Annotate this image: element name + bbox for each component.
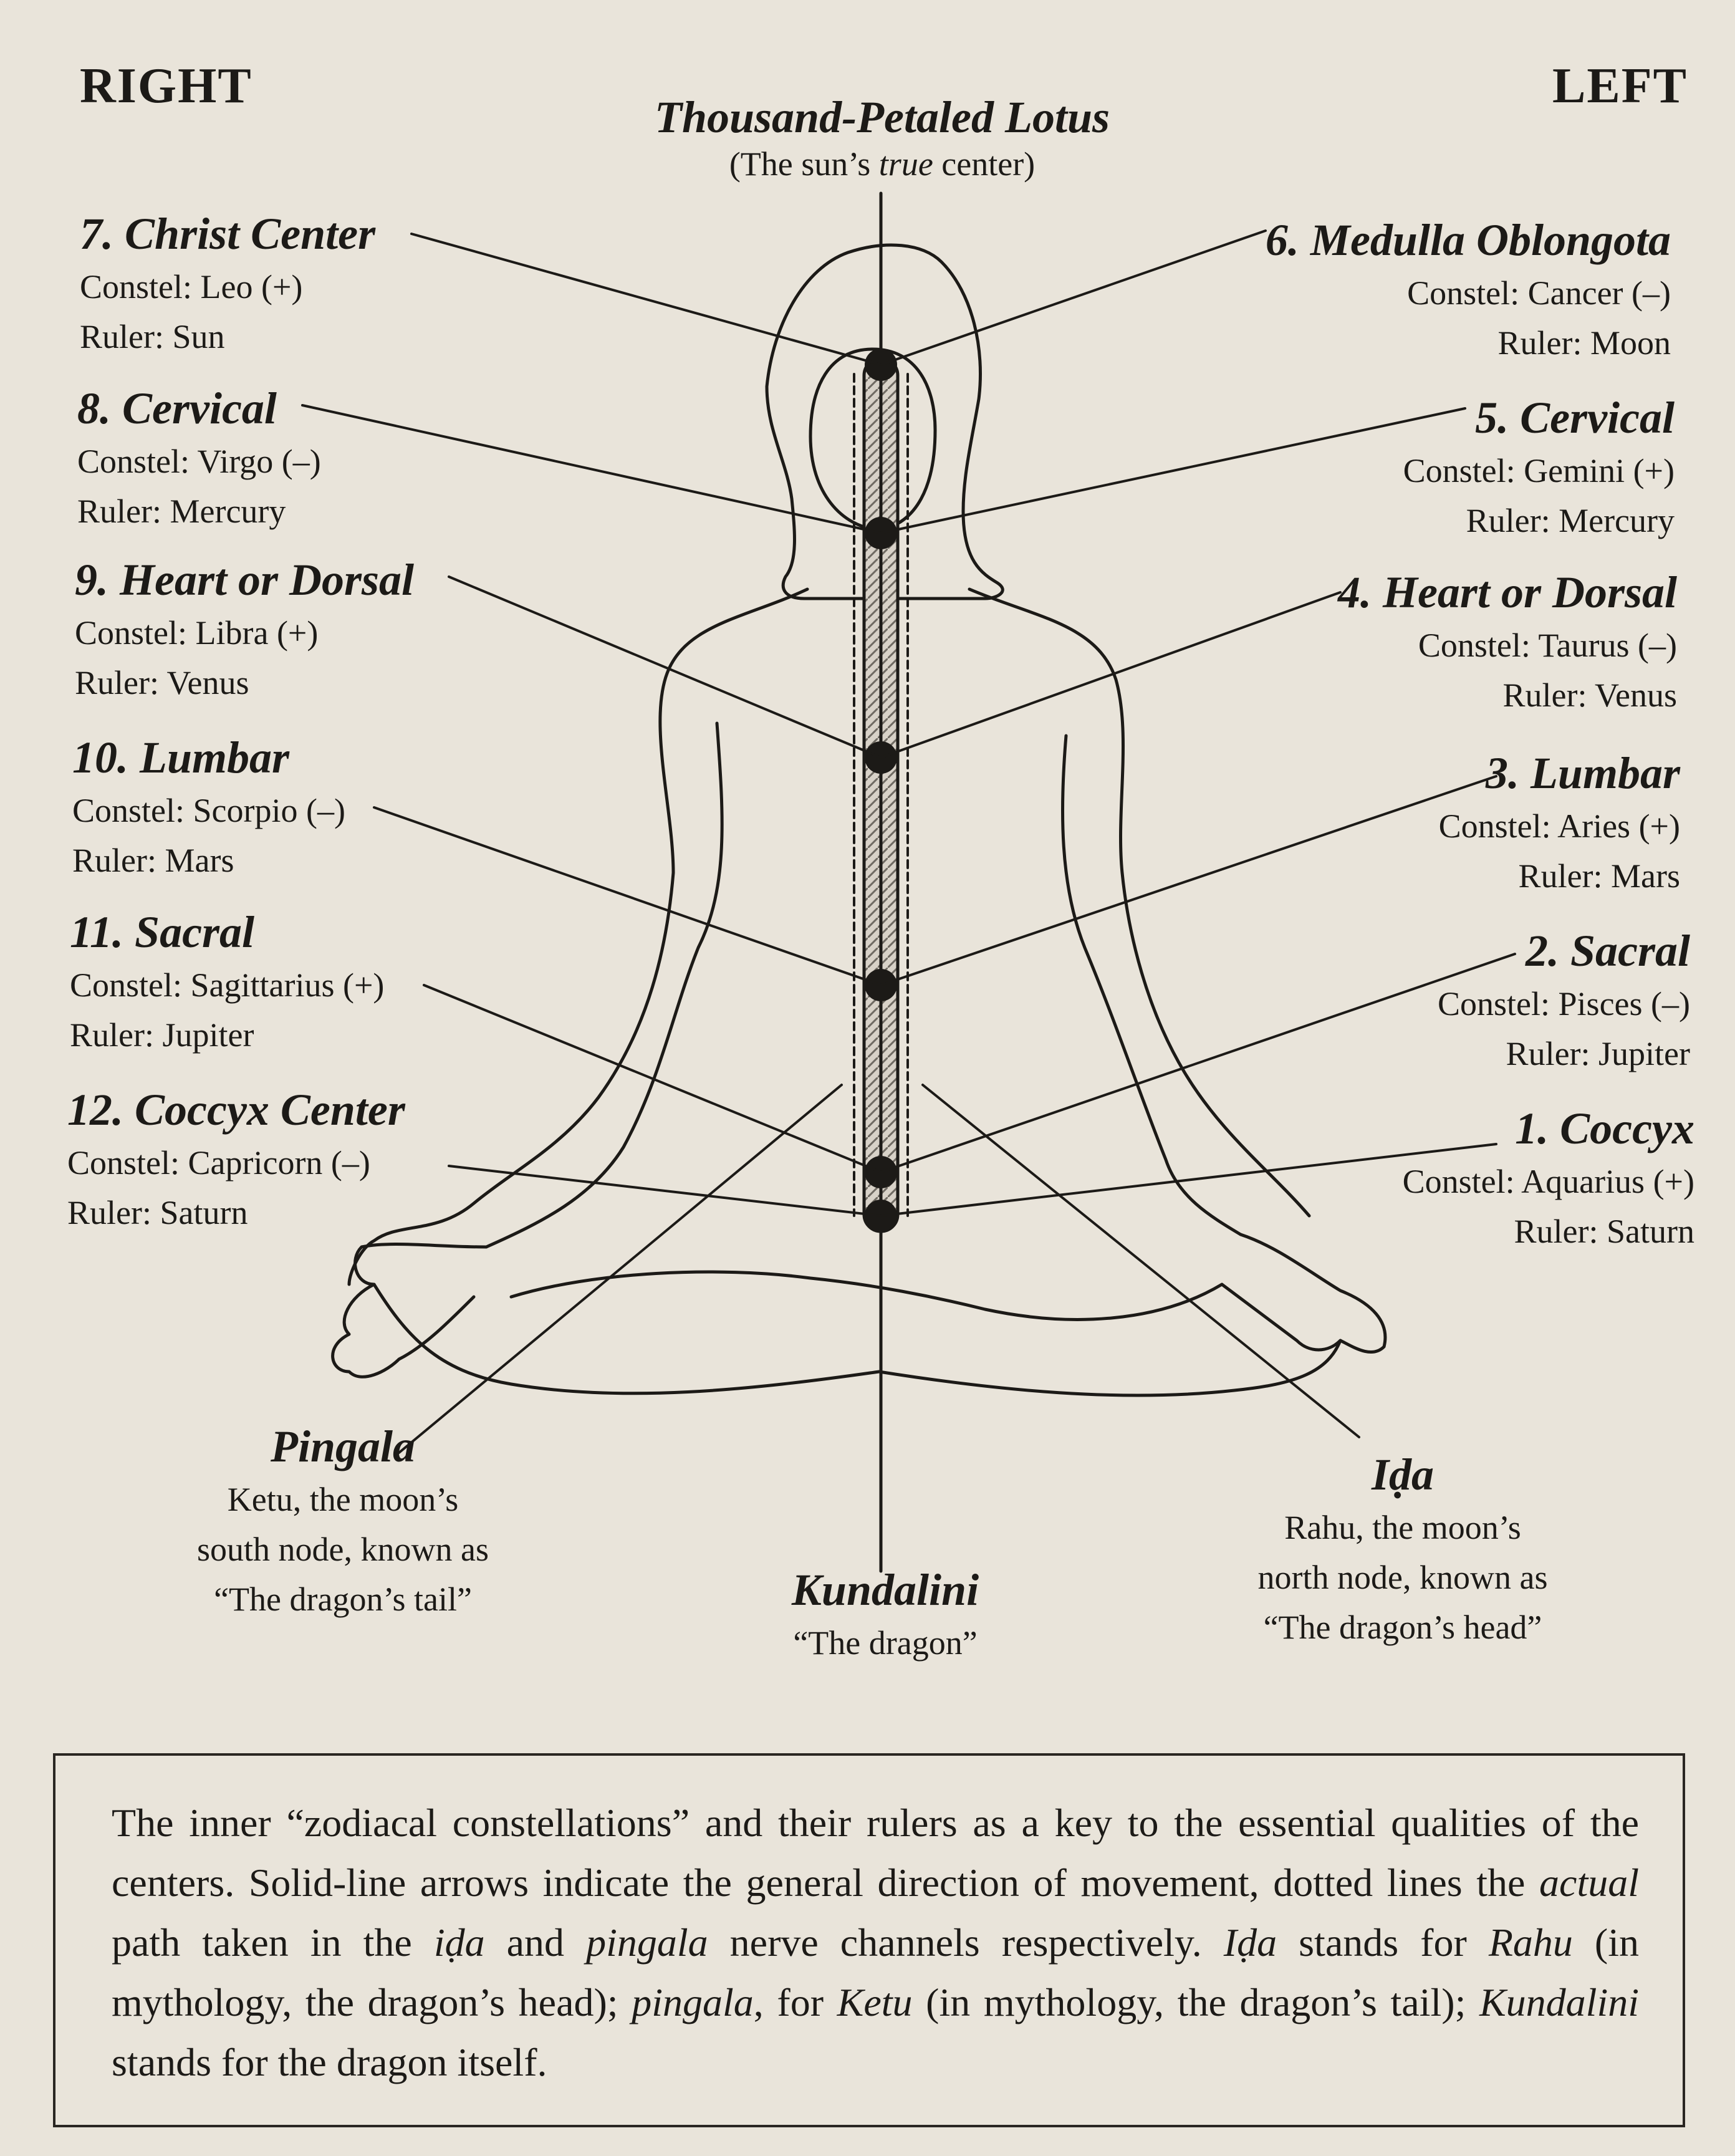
center-constel: Constel: Virgo (–) <box>77 443 321 480</box>
center-ruler: Ruler: Sun <box>80 318 225 355</box>
center-ruler: Ruler: Saturn <box>67 1194 248 1231</box>
center-title: 1. Coccyx <box>1515 1104 1694 1153</box>
center-label-2: 2. Sacral Constel: Pisces (–) Ruler: Jup… <box>1438 923 1690 1079</box>
kundalini-label: Kundalini “The dragon” <box>729 1562 1041 1668</box>
center-title: 11. Sacral <box>70 907 255 957</box>
center-ruler: Ruler: Jupiter <box>70 1016 254 1054</box>
lotus-title: Thousand-Petaled Lotus <box>654 92 1110 142</box>
center-title: 12. Coccyx Center <box>67 1085 405 1135</box>
right-side-heading: RIGHT <box>80 59 252 113</box>
center-label-4: 4. Heart or Dorsal Constel: Taurus (–) R… <box>1338 564 1677 720</box>
kundalini-line: “The dragon” <box>793 1624 978 1662</box>
center-title: 2. Sacral <box>1525 926 1690 976</box>
center-title: 7. Christ Center <box>80 209 376 259</box>
pingala-line: “The dragon’s tail” <box>214 1581 472 1618</box>
center-constel: Constel: Sagittarius (+) <box>70 966 385 1004</box>
lotus-subtitle: (The sun’s true center) <box>729 145 1036 183</box>
center-ruler: Ruler: Mercury <box>1466 502 1675 539</box>
center-label-6: 6. Medulla Oblongota Constel: Cancer (–)… <box>1266 212 1671 368</box>
center-label-11: 11. Sacral Constel: Sagittarius (+) Rule… <box>70 904 384 1060</box>
center-label-9: 9. Heart or Dorsal Constel: Libra (+) Ru… <box>75 552 414 708</box>
center-ruler: Ruler: Mars <box>1518 857 1680 895</box>
center-label-10: 10. Lumbar Constel: Scorpio (–) Ruler: M… <box>72 729 345 885</box>
center-constel: Constel: Leo (+) <box>80 268 303 306</box>
center-label-3: 3. Lumbar Constel: Aries (+) Ruler: Mars <box>1439 745 1680 901</box>
center-constel: Constel: Aquarius (+) <box>1402 1163 1694 1200</box>
caption-text: The inner “zodiacal constellations” and … <box>112 1801 1640 2084</box>
center-constel: Constel: Aries (+) <box>1438 807 1680 845</box>
leader-lines <box>301 229 1516 1454</box>
center-title: 5. Cervical <box>1475 393 1675 443</box>
ida-label: Iḍa Rahu, the moon’s north node, known a… <box>1185 1446 1621 1652</box>
center-constel: Constel: Scorpio (–) <box>72 792 345 829</box>
kundalini-title: Kundalini <box>791 1565 979 1615</box>
ida-title: Iḍa <box>1371 1450 1435 1499</box>
center-title: 10. Lumbar <box>72 733 290 782</box>
ida-line: Rahu, the moon’s <box>1284 1509 1521 1546</box>
center-constel: Constel: Libra (+) <box>75 614 319 652</box>
center-label-5: 5. Cervical Constel: Gemini (+) Ruler: M… <box>1403 390 1675 546</box>
center-title: 9. Heart or Dorsal <box>75 555 415 605</box>
center-label-1: 1. Coccyx Constel: Aquarius (+) Ruler: S… <box>1403 1100 1694 1256</box>
center-label-8: 8. Cervical Constel: Virgo (–) Ruler: Me… <box>77 380 321 536</box>
legs-outline <box>372 1283 1342 1397</box>
crossed-leg <box>509 1270 1224 1321</box>
center-ruler: Ruler: Jupiter <box>1506 1035 1690 1072</box>
right-hand <box>1220 1233 1387 1354</box>
spine-outline <box>853 373 909 1217</box>
left-side-heading: LEFT <box>1552 59 1688 113</box>
hair-outline <box>765 243 1004 600</box>
center-ruler: Ruler: Saturn <box>1514 1213 1694 1250</box>
center-constel: Constel: Taurus (–) <box>1418 627 1677 664</box>
center-label-7: 7. Christ Center Constel: Leo (+) Ruler:… <box>80 206 375 362</box>
center-ruler: Ruler: Mercury <box>77 493 286 530</box>
ida-line: north node, known as <box>1257 1559 1548 1596</box>
center-title: 4. Heart or Dorsal <box>1337 567 1677 617</box>
left-arm-inner <box>484 721 724 1249</box>
center-ruler: Ruler: Moon <box>1497 324 1671 362</box>
center-constel: Constel: Gemini (+) <box>1403 452 1675 489</box>
center-title: 6. Medulla Oblongota <box>1265 215 1671 265</box>
pingala-line: south node, known as <box>197 1531 489 1568</box>
right-arm-inner <box>1060 734 1242 1236</box>
center-label-12: 12. Coccyx Center Constel: Capricorn (–)… <box>67 1082 405 1238</box>
pingala-line: Ketu, the moon’s <box>227 1481 459 1518</box>
pingala-title: Pingala <box>270 1422 416 1471</box>
center-title: 3. Lumbar <box>1485 748 1680 798</box>
caption-box: The inner “zodiacal constellations” and … <box>53 1753 1685 2127</box>
center-constel: Constel: Pisces (–) <box>1438 985 1690 1023</box>
center-constel: Constel: Cancer (–) <box>1407 274 1671 312</box>
face-outline <box>809 347 937 532</box>
center-constel: Constel: Capricorn (–) <box>67 1144 370 1181</box>
center-title: 8. Cervical <box>77 383 277 433</box>
center-ruler: Ruler: Venus <box>75 664 249 701</box>
center-ruler: Ruler: Venus <box>1502 676 1678 714</box>
center-ruler: Ruler: Mars <box>72 842 234 879</box>
left-hand <box>331 1243 488 1379</box>
torso-outline-right <box>968 587 1311 1218</box>
ida-line: “The dragon’s head” <box>1263 1609 1542 1646</box>
pingala-label: Pingala Ketu, the moon’s south node, kno… <box>156 1418 530 1624</box>
